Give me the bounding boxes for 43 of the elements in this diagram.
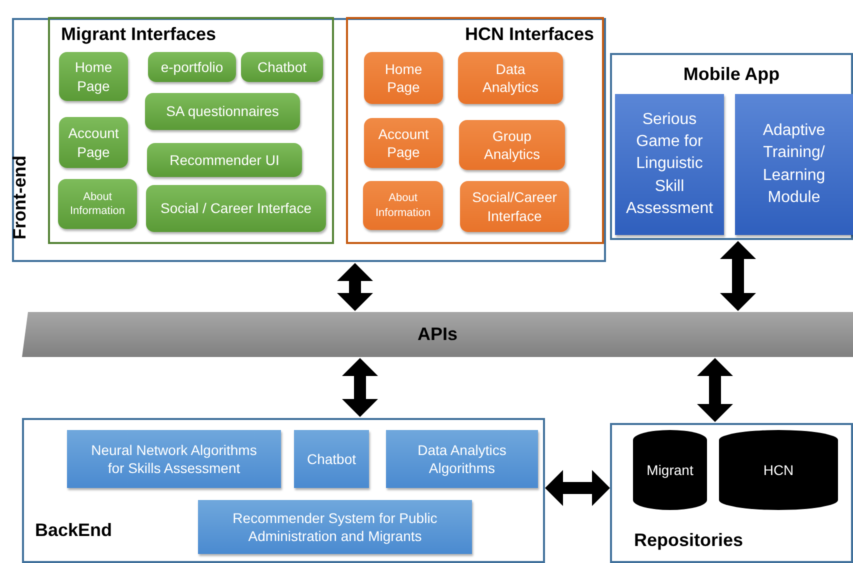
interface-box: Account Page (364, 118, 443, 168)
interface-box: Social / Career Interface (146, 185, 326, 232)
mobile-app-panel (610, 53, 853, 240)
component-box: Recommender System for Public Administration and Migrants (198, 500, 472, 554)
panel-heading: Front-end (10, 156, 30, 240)
interface-box: Data Analytics (458, 52, 563, 104)
module-box: Adaptive Training/ Learning Module (735, 94, 853, 235)
double-arrow (697, 358, 733, 422)
double-arrow (337, 263, 373, 311)
panel-heading: Migrant Interfaces (61, 24, 216, 45)
double-arrow (720, 241, 756, 311)
interface-box: Account Page (59, 117, 128, 168)
interface-box: Social/Career Interface (460, 181, 569, 232)
node-label: HCN (763, 462, 794, 478)
interface-box: Chatbot (241, 52, 323, 82)
double-arrow (342, 358, 378, 417)
backend-panel (22, 418, 545, 563)
node-label: APIs (417, 324, 458, 345)
interface-box: About Information (363, 181, 443, 230)
interface-box: e-portfolio (148, 52, 236, 82)
interface-group (346, 17, 604, 244)
interface-box: Recommender UI (147, 143, 302, 177)
panel-heading: Mobile App (682, 64, 781, 85)
panel-heading: Repositories (634, 530, 744, 551)
interface-group (48, 17, 334, 244)
api-band (22, 312, 853, 357)
interface-box: Group Analytics (459, 120, 565, 170)
double-arrow (545, 470, 610, 506)
repositories-panel (610, 423, 853, 563)
interface-box: Home Page (59, 52, 128, 101)
interface-box: Home Page (364, 52, 443, 104)
module-box: Serious Game for Linguistic Skill Assessment (615, 94, 724, 235)
panel-heading: HCN Interfaces (464, 24, 594, 45)
database-cylinder (633, 430, 707, 510)
frontend-panel (12, 18, 606, 262)
interface-box: About Information (58, 179, 137, 229)
component-box: Neural Network Algorithms for Skills Assessment (67, 430, 281, 488)
node-label: Migrant (646, 462, 694, 478)
component-box: Chatbot (294, 430, 369, 488)
component-box: Data Analytics Algorithms (386, 430, 538, 488)
panel-heading: BackEnd (35, 520, 112, 541)
interface-box: SA questionnaires (145, 93, 300, 130)
database-cylinder (719, 430, 838, 510)
